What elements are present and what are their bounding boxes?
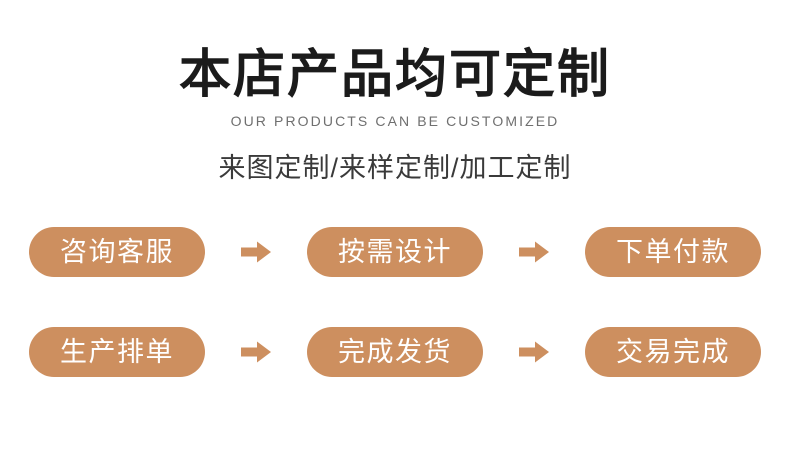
connector-2-2	[483, 327, 585, 377]
connector-1-1	[205, 227, 307, 277]
step-pill-design[interactable]: 按需设计	[307, 227, 483, 277]
page-title: 本店产品均可定制	[178, 46, 611, 104]
process-row-1: 咨询客服 按需设计 下单付款	[0, 227, 790, 277]
page-subtitle: OUR PRODUCTS CAN BE CUSTOMIZED	[230, 113, 560, 129]
connector-1-2	[483, 227, 585, 277]
banner-header: 本店产品均可定制 OUR PRODUCTS CAN BE CUSTOMIZED	[0, 44, 790, 130]
step-pill-consult[interactable]: 咨询客服	[29, 227, 205, 277]
tagline: 来图定制/来样定制/加工定制	[218, 153, 572, 183]
step-pill-payment[interactable]: 下单付款	[585, 227, 761, 277]
step-pill-complete[interactable]: 交易完成	[585, 327, 761, 377]
arrow-right-icon	[519, 341, 549, 363]
step-pill-production[interactable]: 生产排单	[29, 327, 205, 377]
process-row-2: 生产排单 完成发货 交易完成	[0, 327, 790, 377]
connector-2-1	[205, 327, 307, 377]
arrow-right-icon	[241, 341, 271, 363]
step-pill-shipping[interactable]: 完成发货	[307, 327, 483, 377]
arrow-right-icon	[241, 241, 271, 263]
arrow-right-icon	[519, 241, 549, 263]
process-steps: 咨询客服 按需设计 下单付款 生产排单	[0, 227, 790, 377]
